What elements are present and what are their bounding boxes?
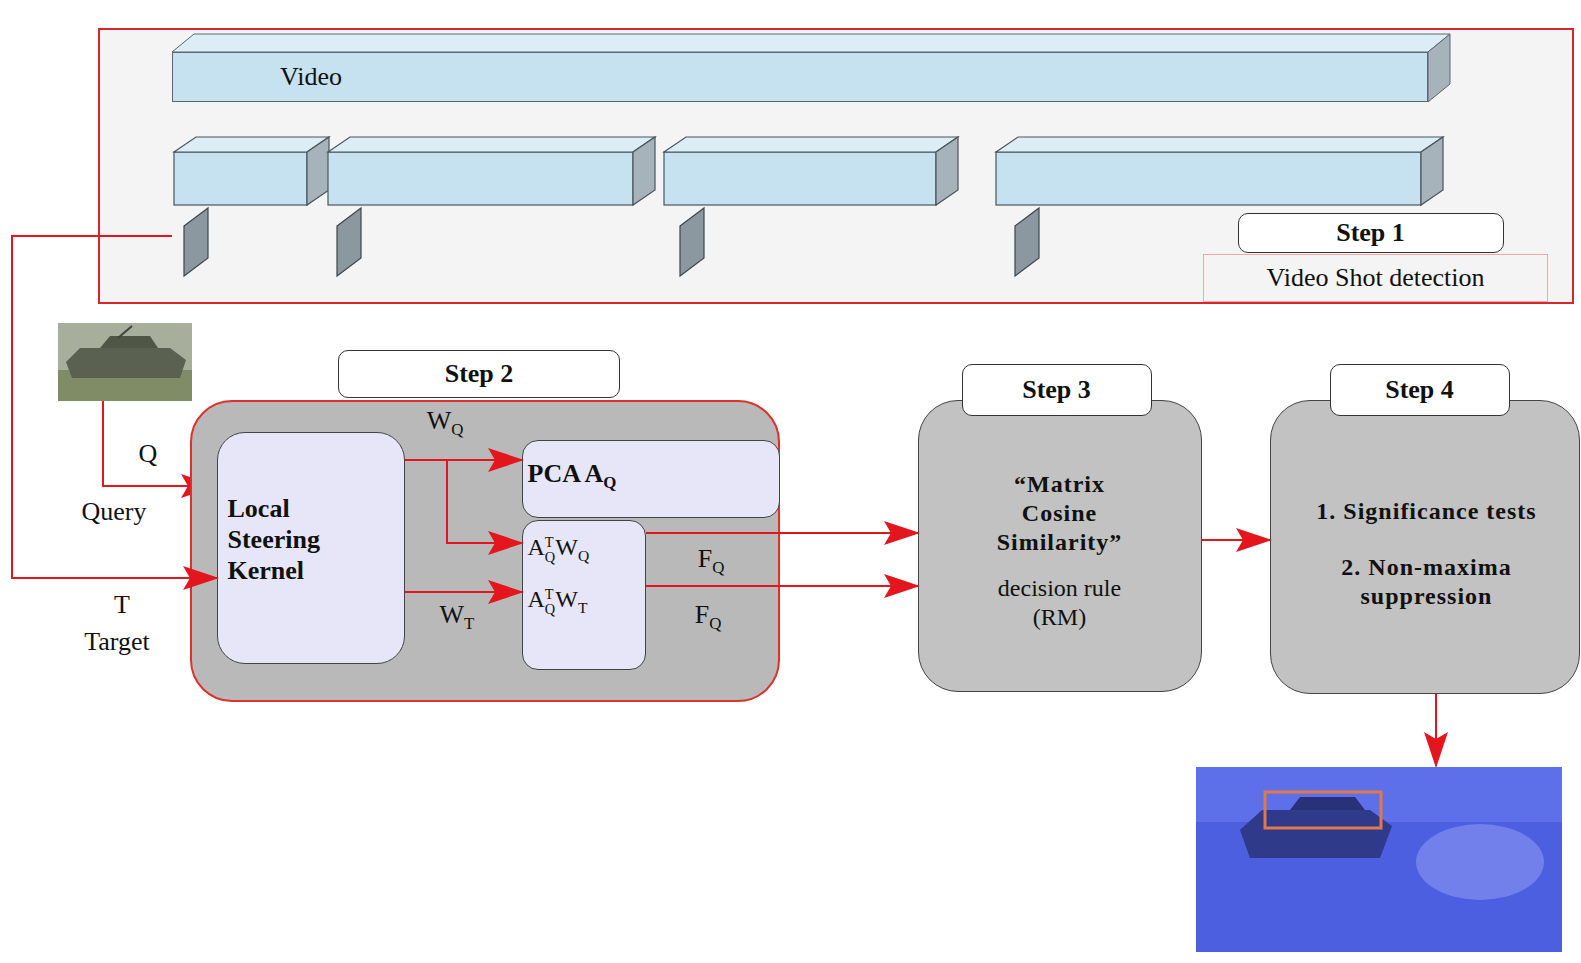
shot-bar-top	[996, 137, 1443, 152]
box-text: 1. Significance tests	[1307, 497, 1547, 526]
process-box: Local Steering Kernel	[217, 432, 405, 664]
detection-box	[1265, 792, 1381, 828]
shot-bar-top	[328, 137, 655, 152]
flow-arrow	[1202, 539, 1270, 541]
step-tag: Step 1	[1238, 213, 1504, 253]
shot-bar-top	[664, 137, 958, 152]
shot-bar-side	[633, 137, 655, 205]
tank-hull	[1240, 810, 1392, 858]
panel-ground	[98, 28, 1574, 304]
tank-turret	[100, 336, 158, 348]
box-text-frame: 1. Significance tests	[1282, 476, 1572, 548]
process-box: ATQWQ ATQWT	[522, 520, 646, 670]
box-text: Local Steering Kernel	[228, 493, 378, 587]
step-label-frame: Step 3	[962, 364, 1152, 416]
box-text-frame: Local Steering Kernel	[224, 470, 398, 610]
image-sky	[1196, 767, 1562, 822]
box-text: 2. Non-maxima suppression	[1307, 553, 1547, 611]
flow-arrow	[12, 236, 217, 578]
bar-side	[1428, 34, 1450, 102]
signal-name-frame: WQ	[418, 404, 472, 442]
key-frames	[184, 208, 1039, 276]
shot-bar	[328, 152, 633, 205]
formula: ATQWT	[528, 585, 588, 618]
signal-name: FQ	[695, 599, 722, 634]
step-panel: Video Shot detection Step 1 Video	[98, 28, 1574, 304]
tank-antenna	[118, 326, 132, 338]
step-label: Step 3	[1022, 374, 1091, 405]
step-label: Step 2	[445, 358, 514, 389]
key-frame	[1015, 208, 1039, 276]
signal-name-frame: Query	[62, 494, 166, 530]
box-text-frame: “Matrix Cosine Similarity”	[930, 460, 1190, 568]
shot-bar	[996, 152, 1421, 205]
step-label: Step 1	[1336, 217, 1405, 248]
step-box: Step 3“Matrix Cosine Similarity”decision…	[918, 400, 1202, 692]
signal-name-frame: FQ	[681, 598, 735, 636]
box-text-frame: decision rule (RM)	[930, 566, 1190, 640]
step-label-frame: Step 1	[1240, 215, 1502, 251]
result-arrow	[1435, 694, 1437, 766]
formula-frame: ATQWT	[526, 580, 642, 624]
step-group: Step 2Local Steering KernelPCA AQATQWQAT…	[190, 400, 780, 702]
formula: ATQWQ	[528, 533, 590, 566]
box-text-frame: 2. Non-maxima suppression	[1282, 546, 1572, 618]
flow-arrow	[646, 532, 918, 534]
tank-turret	[1290, 797, 1365, 810]
shot-bar-top	[174, 137, 329, 152]
flow-arrow	[405, 591, 522, 593]
flow-arrow	[405, 460, 522, 543]
signal-name: Q	[139, 438, 158, 469]
shot-bars	[174, 137, 1443, 205]
flow-arrow	[405, 459, 522, 461]
signal-name-frame: T	[106, 588, 138, 622]
image-ground	[1196, 767, 1562, 952]
signal-name-frame: FQ	[684, 542, 738, 580]
box-text: PCA AQ	[528, 458, 617, 493]
key-frame	[337, 208, 361, 276]
bar-label: Video	[280, 61, 342, 92]
shot-bar	[174, 152, 307, 205]
flow-arrow	[646, 585, 918, 587]
signal-name: FQ	[698, 543, 725, 578]
signal-name: T	[114, 589, 130, 620]
box-text-frame: PCA AQ	[526, 452, 776, 500]
leader-line	[98, 235, 172, 237]
signal-name: WQ	[427, 405, 464, 440]
step-label-frame: Step 4	[1330, 364, 1510, 416]
formula-frame: ATQWQ	[526, 528, 642, 572]
result-image	[1196, 767, 1562, 952]
tank-hull	[66, 348, 186, 378]
image-sky	[58, 323, 192, 401]
signal-name: Query	[82, 496, 147, 527]
shot-bar-side	[307, 137, 329, 205]
shot-bar-side	[1421, 137, 1443, 205]
bar-label-frame: Video	[270, 54, 470, 100]
step-label-frame: Step 2	[338, 350, 620, 398]
key-frame	[184, 208, 208, 276]
shot-bar	[664, 152, 936, 205]
box-text: decision rule (RM)	[980, 574, 1140, 632]
signal-name-frame: Target	[62, 624, 172, 660]
video-bar: Video	[172, 52, 1428, 102]
signal-name: Target	[84, 626, 150, 657]
signal-name: WT	[440, 599, 475, 634]
process-box: PCA AQ	[522, 440, 780, 518]
query-image	[58, 323, 192, 401]
box-text: “Matrix Cosine Similarity”	[980, 470, 1140, 556]
key-frame	[680, 208, 704, 276]
dust-cloud	[1416, 824, 1544, 900]
signal-name-frame: WT	[430, 598, 484, 636]
step-label: Step 4	[1385, 374, 1454, 405]
step-caption: Video Shot detection	[1267, 262, 1485, 293]
step-box: Step 41. Significance tests2. Non-maxima…	[1270, 400, 1580, 694]
signal-name-frame: Q	[130, 436, 166, 472]
bar-top	[172, 34, 1450, 52]
shot-bar-side	[936, 137, 958, 205]
step-caption-frame: Video Shot detection	[1203, 254, 1548, 302]
